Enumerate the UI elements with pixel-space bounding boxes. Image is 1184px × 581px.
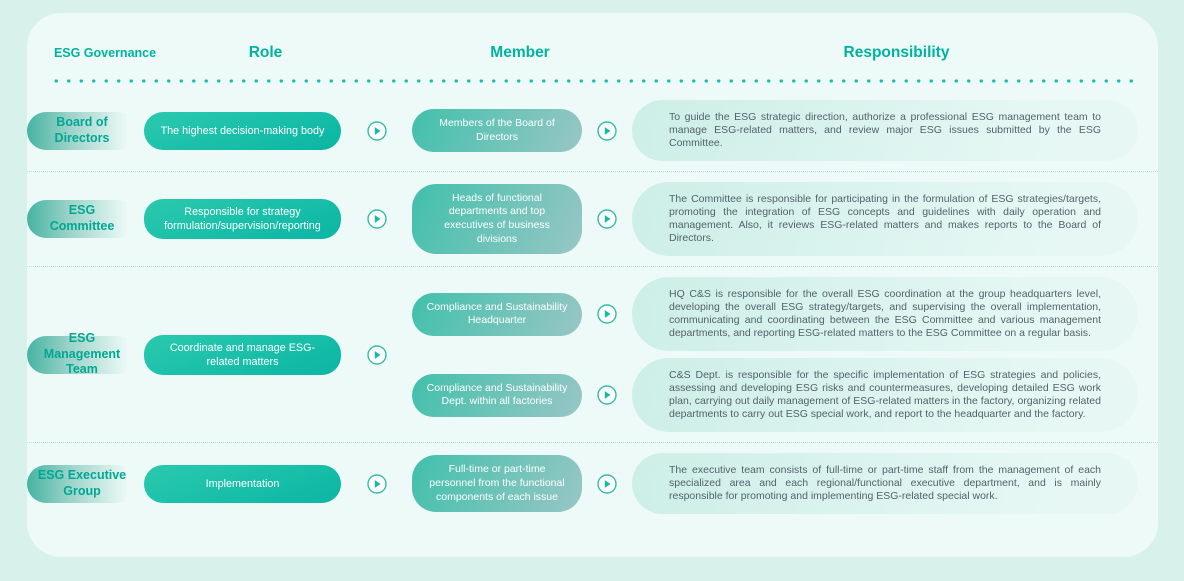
governance-label: ESG Management Team <box>27 331 137 376</box>
member-pill: Heads of functional departments and top … <box>412 183 582 255</box>
member-pill: Full-time or part-time personnel from th… <box>412 455 582 513</box>
header-esg-governance: ESG Governance <box>53 46 157 60</box>
governance-rows: Board of Directors The highest decision-… <box>27 90 1158 524</box>
row-esg-management-team: ESG Management Team Coordinate and manag… <box>27 266 1158 442</box>
responsibility-text: C&S Dept. is responsible for the specifi… <box>669 369 1101 421</box>
play-icon <box>366 120 387 141</box>
play-icon <box>597 474 617 494</box>
play-icon <box>366 474 387 494</box>
play-icon <box>597 385 617 405</box>
member-pill: Compliance and Sustainability Dept. with… <box>412 373 582 417</box>
responsibility-pill: To guide the ESG strategic direction, au… <box>632 100 1138 162</box>
play-icon <box>366 344 387 365</box>
responsibility-text: To guide the ESG strategic direction, au… <box>669 111 1101 150</box>
governance-label: Board of Directors <box>27 111 137 150</box>
responsibility-pill: C&S Dept. is responsible for the specifi… <box>632 358 1138 433</box>
role-pill: Responsible for strategy formulation/sup… <box>144 199 341 240</box>
role-pill: Coordinate and manage ESG-related matter… <box>144 334 341 375</box>
play-icon <box>597 209 617 229</box>
header-dotted-divider <box>50 79 1136 83</box>
play-icon <box>597 120 617 141</box>
row-esg-committee: ESG Committee Responsible for strategy f… <box>27 171 1158 266</box>
member-pill: Compliance and Sustainability Headquarte… <box>412 292 582 336</box>
play-icon <box>597 304 617 324</box>
governance-label: ESG Executive Group <box>27 464 137 503</box>
responsibility-pill: HQ C&S is responsible for the overall ES… <box>632 277 1138 352</box>
member-pill: Members of the Board of Directors <box>412 108 582 153</box>
header-member: Member <box>490 44 550 61</box>
header-responsibility: Responsibility <box>843 44 950 61</box>
responsibility-text: The Committee is responsible for partici… <box>669 193 1101 245</box>
role-pill: Implementation <box>144 464 341 503</box>
esg-governance-card: ESG Governance Role Member Responsibilit… <box>27 13 1158 557</box>
responsibility-pill: The Committee is responsible for partici… <box>632 182 1138 257</box>
play-icon <box>366 209 387 229</box>
table-header: ESG Governance Role Member Responsibilit… <box>27 13 1158 62</box>
row-board-of-directors: Board of Directors The highest decision-… <box>27 90 1158 171</box>
governance-label: ESG Committee <box>27 200 137 239</box>
role-pill: The highest decision-making body <box>144 111 341 150</box>
responsibility-text: The executive team consists of full-time… <box>669 464 1101 503</box>
responsibility-pill: The executive team consists of full-time… <box>632 453 1138 515</box>
header-role: Role <box>248 44 283 61</box>
row-esg-executive-group: ESG Executive Group Implementation Full-… <box>27 442 1158 524</box>
responsibility-text: HQ C&S is responsible for the overall ES… <box>669 288 1101 340</box>
